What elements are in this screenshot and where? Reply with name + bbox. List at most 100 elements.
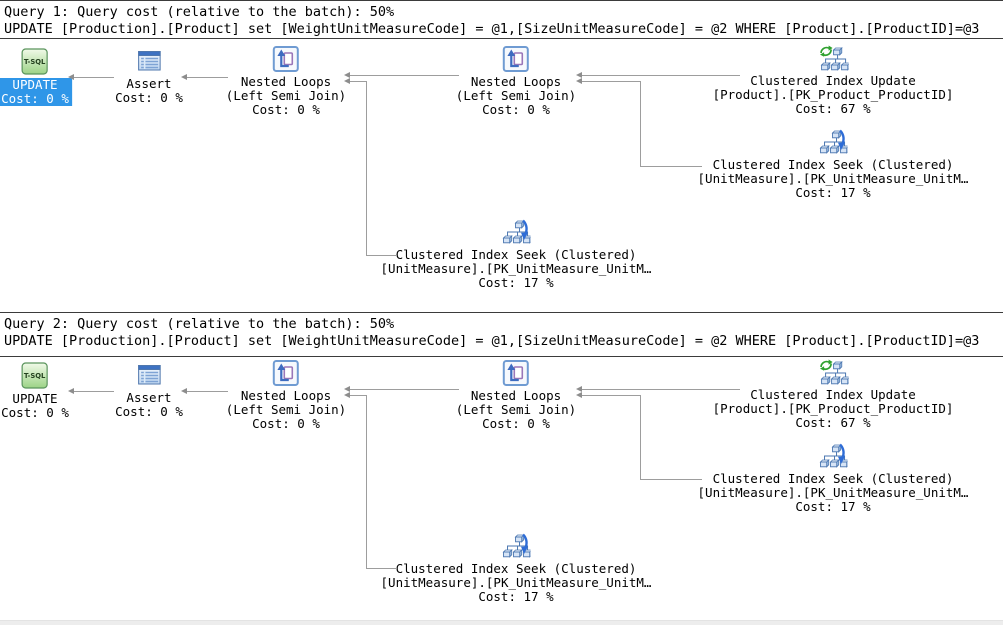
- arrowhead: [181, 74, 187, 80]
- op-detail: [UnitMeasure].[PK_UnitMeasure_UnitM…: [697, 171, 969, 186]
- arrowhead: [344, 72, 350, 78]
- connector-line: [74, 391, 114, 392]
- nested-loops-icon: [502, 359, 530, 387]
- op-detail: (Left Semi Join): [455, 88, 577, 103]
- divider: [0, 0, 1003, 1]
- op-node-clustered-index-seek-inner[interactable]: Clustered Index Seek (Clustered) [UnitMe…: [697, 127, 969, 200]
- clustered-index-seek-icon: [818, 441, 848, 470]
- nested-loops-icon: [272, 45, 300, 73]
- op-node-clustered-index-update[interactable]: Clustered Index Update [Product].[PK_Pro…: [713, 359, 953, 430]
- op-cost: Cost: 17 %: [478, 275, 554, 290]
- connector-line: [350, 395, 366, 396]
- op-label: Assert: [126, 76, 172, 91]
- connector-line: [187, 77, 228, 78]
- t-sql-icon: [20, 47, 49, 76]
- op-cost: Cost: 0 %: [1, 91, 69, 106]
- connector-line: [350, 389, 459, 390]
- op-label: UPDATE: [12, 77, 58, 92]
- arrowhead: [576, 392, 582, 398]
- connector-line: [640, 395, 641, 479]
- op-node-nested-loops-inner[interactable]: Nested Loops (Left Semi Join) Cost: 0 %: [456, 45, 576, 117]
- connector-line: [366, 255, 397, 256]
- op-detail: [Product].[PK_Product_ProductID]: [712, 87, 954, 102]
- op-detail: (Left Semi Join): [455, 402, 577, 417]
- connector-line: [582, 395, 640, 396]
- arrowhead: [576, 72, 582, 78]
- connector-line: [350, 75, 459, 76]
- op-node-clustered-index-update[interactable]: Clustered Index Update [Product].[PK_Pro…: [712, 45, 954, 116]
- op-node-assert[interactable]: Assert Cost: 0 %: [115, 47, 183, 105]
- clustered-index-seek-icon: [501, 531, 531, 560]
- arrowhead: [344, 386, 350, 392]
- arrowhead: [576, 386, 582, 392]
- op-node-update[interactable]: UPDATE Cost: 0 %: [1, 361, 69, 420]
- connector-line: [640, 166, 702, 167]
- op-detail: [UnitMeasure].[PK_UnitMeasure_UnitM…: [380, 261, 652, 276]
- op-label: Nested Loops: [470, 74, 562, 89]
- op-node-clustered-index-seek-outer[interactable]: Clustered Index Seek (Clustered) [UnitMe…: [381, 531, 651, 604]
- arrowhead: [181, 388, 187, 394]
- arrowhead: [68, 74, 74, 80]
- op-cost: Cost: 0 %: [482, 102, 550, 117]
- op-cost: Cost: 0 %: [115, 90, 183, 105]
- query-2-statement: UPDATE [Production].[Product] set [Weigh…: [4, 333, 980, 349]
- op-label: Nested Loops: [240, 388, 332, 403]
- divider: [0, 312, 1003, 313]
- op-label: Clustered Index Seek (Clustered): [712, 471, 954, 486]
- op-label: Clustered Index Seek (Clustered): [395, 247, 637, 262]
- clustered-index-seek-icon: [501, 217, 531, 246]
- op-detail: (Left Semi Join): [225, 402, 347, 417]
- selection-highlight: UPDATE Cost: 0 %: [0, 78, 72, 106]
- assert-icon: [135, 47, 163, 75]
- connector-line: [582, 75, 740, 76]
- op-cost: Cost: 0 %: [115, 404, 183, 419]
- op-cost: Cost: 67 %: [795, 415, 871, 430]
- connector-line: [366, 568, 397, 569]
- op-cost: Cost: 0 %: [252, 102, 320, 117]
- op-cost: Cost: 67 %: [795, 101, 871, 116]
- connector-line: [640, 479, 702, 480]
- op-label: Clustered Index Seek (Clustered): [395, 561, 637, 576]
- connector-line: [366, 81, 367, 255]
- op-cost: Cost: 0 %: [482, 416, 550, 431]
- op-node-nested-loops-outer[interactable]: Nested Loops (Left Semi Join) Cost: 0 %: [226, 359, 346, 431]
- op-label: Clustered Index Update: [750, 73, 916, 88]
- op-node-update[interactable]: UPDATE Cost: 0 %: [0, 47, 72, 106]
- connector-line: [582, 389, 740, 390]
- op-cost: Cost: 17 %: [478, 589, 554, 604]
- clustered-index-update-icon: [817, 359, 849, 386]
- op-cost: Cost: 0 %: [252, 416, 320, 431]
- query-1-title: Query 1: Query cost (relative to the bat…: [4, 4, 395, 20]
- op-label: Assert: [126, 390, 172, 405]
- divider: [0, 38, 1003, 39]
- op-detail: [UnitMeasure].[PK_UnitMeasure_UnitM…: [697, 485, 969, 500]
- op-node-clustered-index-seek-outer[interactable]: Clustered Index Seek (Clustered) [UnitMe…: [380, 217, 652, 290]
- connector-line: [74, 77, 114, 78]
- op-node-nested-loops-outer[interactable]: Nested Loops (Left Semi Join) Cost: 0 %: [226, 45, 346, 117]
- op-node-clustered-index-seek-inner[interactable]: Clustered Index Seek (Clustered) [UnitMe…: [697, 441, 969, 514]
- t-sql-icon: [20, 361, 49, 390]
- nested-loops-icon: [502, 45, 530, 73]
- op-node-nested-loops-inner[interactable]: Nested Loops (Left Semi Join) Cost: 0 %: [456, 359, 576, 431]
- op-label: Nested Loops: [240, 74, 332, 89]
- query-1-statement: UPDATE [Production].[Product] set [Weigh…: [4, 21, 980, 37]
- connector-line: [366, 395, 367, 568]
- connector-line: [582, 81, 640, 82]
- arrowhead: [344, 78, 350, 84]
- horizontal-scrollbar[interactable]: [0, 620, 1003, 625]
- op-detail: (Left Semi Join): [225, 88, 347, 103]
- query-2-title: Query 2: Query cost (relative to the bat…: [4, 316, 395, 332]
- op-label: Nested Loops: [470, 388, 562, 403]
- nested-loops-icon: [272, 359, 300, 387]
- connector-line: [187, 391, 228, 392]
- op-cost: Cost: 17 %: [795, 185, 871, 200]
- connector-line: [640, 81, 641, 166]
- clustered-index-update-icon: [817, 45, 849, 72]
- arrowhead: [576, 78, 582, 84]
- op-label: Clustered Index Seek (Clustered): [712, 157, 954, 172]
- op-node-assert[interactable]: Assert Cost: 0 %: [115, 361, 183, 419]
- connector-line: [350, 81, 366, 82]
- clustered-index-seek-icon: [818, 127, 848, 156]
- arrowhead: [344, 392, 350, 398]
